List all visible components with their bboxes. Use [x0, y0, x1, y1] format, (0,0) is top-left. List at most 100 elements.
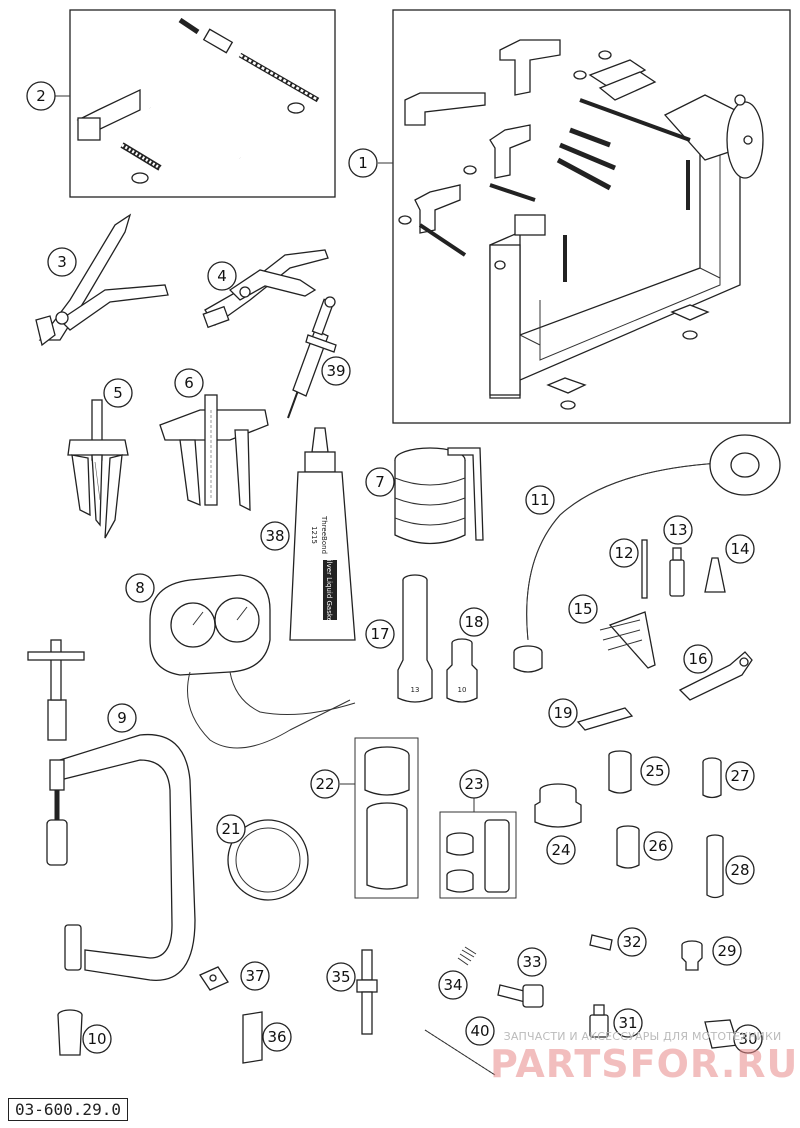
tool-36-plate [242, 1011, 263, 1064]
svg-text:4: 4 [217, 267, 227, 285]
tube-brand-label: ThreeBond [320, 515, 328, 554]
callout-21: 21 [216, 814, 246, 844]
callout-14: 14 [725, 534, 755, 564]
callout-13: 13 [663, 515, 693, 545]
callout-9: 9 [107, 703, 137, 733]
callout-40: 40 [465, 1016, 495, 1046]
tool-group-2-box [55, 9, 336, 198]
tool-22-bearing-set [340, 737, 419, 899]
callout-11: 11 [525, 485, 555, 515]
svg-text:6: 6 [184, 374, 194, 392]
callout-34: 34 [438, 970, 468, 1000]
callout-19: 19 [548, 698, 578, 728]
svg-text:39: 39 [326, 362, 345, 380]
tool-39-syringe [287, 296, 337, 419]
svg-text:17: 17 [370, 625, 389, 643]
callout-30: 30 [733, 1024, 763, 1054]
callout-28: 28 [725, 855, 755, 885]
callout-32: 32 [617, 927, 647, 957]
tool-40-spring [424, 1029, 496, 1076]
svg-text:5: 5 [113, 384, 123, 402]
tool-32-pin [589, 934, 613, 951]
callout-17: 17 [365, 619, 395, 649]
tool-19-feeler-strip [576, 707, 634, 731]
callout-6: 6 [174, 368, 204, 398]
svg-text:25: 25 [645, 762, 664, 780]
tool-6-puller [159, 394, 269, 512]
svg-text:30: 30 [738, 1030, 757, 1048]
callout-4: 4 [207, 261, 237, 291]
svg-text:15: 15 [573, 600, 592, 618]
svg-text:13: 13 [668, 521, 687, 539]
callout-39: 39 [321, 356, 351, 386]
callout-15: 15 [568, 594, 598, 624]
svg-text:14: 14 [730, 540, 749, 558]
svg-text:16: 16 [688, 650, 707, 668]
tool-35-valve-tool [356, 949, 378, 1035]
tool-3-pliers [35, 213, 169, 347]
callout-25: 25 [640, 756, 670, 786]
tool-26-sleeve [616, 825, 640, 869]
svg-text:28: 28 [730, 861, 749, 879]
callout-1: 1 [348, 148, 378, 178]
svg-text:10: 10 [87, 1030, 106, 1048]
callout-27: 27 [725, 761, 755, 791]
callout-16: 16 [683, 644, 713, 674]
tool-15-hex-keys [599, 611, 656, 669]
tool-13-bottle [669, 547, 685, 597]
svg-text:40: 40 [470, 1022, 489, 1040]
tool-18-socket: 10 [446, 638, 478, 703]
tool-16-pin-spanner [678, 651, 753, 701]
tool-8-pressure-gauge [149, 574, 356, 749]
svg-text:23: 23 [464, 775, 483, 793]
tool-30-adapter [704, 1019, 739, 1049]
tool-29-adapter [681, 940, 703, 971]
callout-29: 29 [712, 936, 742, 966]
callout-5: 5 [103, 378, 133, 408]
svg-text:11: 11 [530, 491, 549, 509]
tool-11-flex-shaft [513, 434, 781, 673]
tool-14-tube [704, 557, 726, 593]
tool-33-bolt [497, 984, 544, 1008]
document-code: 03-600.29.0 [8, 1098, 128, 1121]
tool-5-puller [67, 399, 129, 539]
svg-text:9: 9 [117, 709, 127, 727]
tool-4-pliers [202, 249, 329, 329]
svg-text:26: 26 [648, 837, 667, 855]
callout-24: 24 [546, 835, 576, 865]
svg-text:35: 35 [331, 968, 350, 986]
svg-text:1: 1 [358, 154, 368, 172]
callout-35: 35 [326, 962, 356, 992]
socket-18-size-label: 10 [458, 686, 467, 694]
tool-group-1-box [378, 9, 791, 424]
svg-text:22: 22 [315, 775, 334, 793]
tool-28-rod [706, 834, 724, 899]
svg-text:21: 21 [221, 820, 240, 838]
svg-text:36: 36 [267, 1028, 286, 1046]
svg-text:3: 3 [57, 253, 67, 271]
callout-37: 37 [240, 961, 270, 991]
tool-37-clip [199, 966, 229, 991]
svg-text:19: 19 [553, 704, 572, 722]
tool-27-sleeve [702, 757, 722, 799]
svg-text:38: 38 [265, 527, 284, 545]
tool-7-ring-compressor [394, 447, 484, 545]
svg-text:34: 34 [443, 976, 462, 994]
callout-18: 18 [459, 607, 489, 637]
callout-7: 7 [365, 467, 395, 497]
svg-text:31: 31 [618, 1014, 637, 1032]
svg-text:18: 18 [464, 613, 483, 631]
socket-17-size-label: 13 [411, 686, 420, 694]
svg-text:24: 24 [551, 841, 570, 859]
tool-9-valve-spring-clamp [27, 639, 196, 981]
tool-24-drift [534, 783, 582, 828]
svg-text:29: 29 [717, 942, 736, 960]
callout-10: 10 [82, 1024, 112, 1054]
svg-text:37: 37 [245, 967, 264, 985]
tool-23-bearing-set [439, 798, 517, 899]
callout-3: 3 [47, 247, 77, 277]
callout-36: 36 [262, 1022, 292, 1052]
tool-38-sealant-tube: ThreeBond 1215 Silver Liquid Gasket [289, 427, 356, 641]
svg-text:33: 33 [522, 953, 541, 971]
